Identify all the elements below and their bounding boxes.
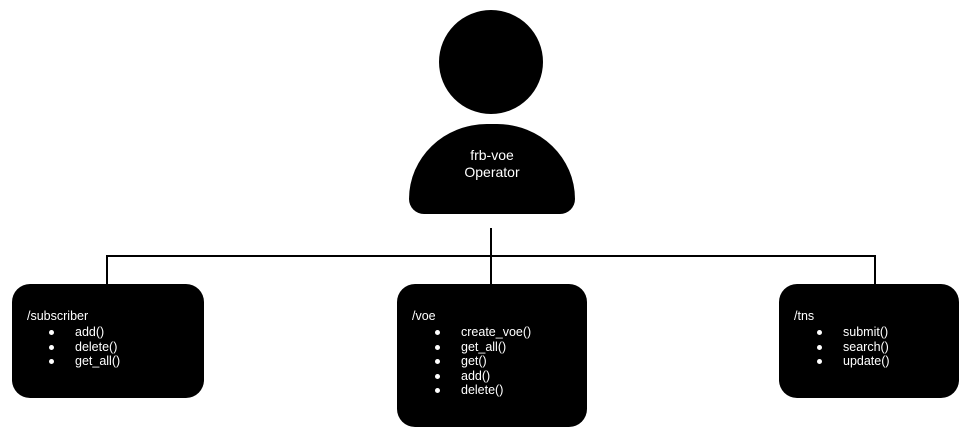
operator-label: frb-voe Operator bbox=[409, 147, 575, 181]
method-item: update() bbox=[817, 354, 890, 368]
route-path: /tns bbox=[794, 309, 815, 323]
route-box-tns: /tns submit() search() update() bbox=[779, 284, 959, 398]
method-item: search() bbox=[817, 339, 889, 354]
method-item: delete() bbox=[434, 383, 531, 398]
method-list: submit() search() update() bbox=[817, 325, 890, 369]
method-item: get() bbox=[434, 354, 531, 369]
operator-head-icon bbox=[439, 10, 543, 114]
route-box-subscriber: /subscriber add() delete() get_all() bbox=[12, 284, 204, 398]
method-item: delete() bbox=[48, 340, 120, 355]
method-list: create_voe() get_all() get() add() delet… bbox=[434, 325, 532, 398]
method-item: add() bbox=[48, 325, 120, 340]
connector-subscriber bbox=[106, 255, 108, 285]
method-item: add() bbox=[434, 369, 531, 384]
method-item: get_all() bbox=[48, 354, 121, 368]
connector-bus bbox=[106, 255, 876, 257]
method-item: create_voe() bbox=[434, 325, 532, 339]
method-item: get_all() bbox=[434, 340, 531, 355]
route-path: /voe bbox=[412, 309, 436, 323]
method-item: submit() bbox=[817, 325, 889, 339]
connector-tns bbox=[874, 255, 876, 285]
method-list: add() delete() get_all() bbox=[48, 325, 121, 369]
route-box-voe: /voe create_voe() get_all() get() add() … bbox=[397, 284, 587, 427]
route-path: /subscriber bbox=[27, 309, 89, 323]
operator-name: frb-voe bbox=[470, 147, 514, 163]
operator-role: Operator bbox=[464, 164, 520, 180]
